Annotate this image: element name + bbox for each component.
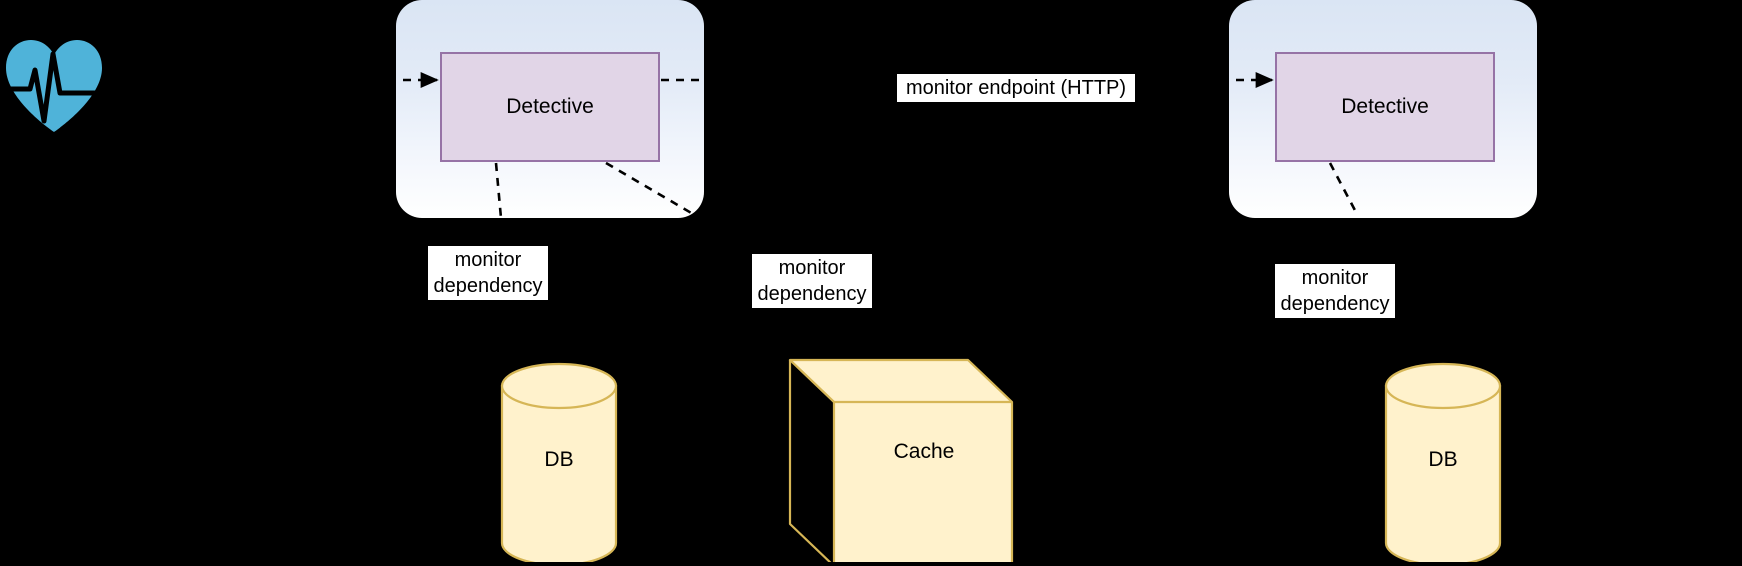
datastore-cache-labelbox: Cache (790, 356, 1014, 566)
component-detective-left[interactable]: Detective (440, 52, 660, 162)
datastore-cache (788, 358, 1014, 562)
edge-left-detective-to-cache (605, 161, 694, 216)
datastore-db-left (500, 362, 618, 562)
edge-label-monitor-dependency-right: monitor dependency (1275, 264, 1395, 318)
heartbeat-icon (2, 36, 106, 136)
datastore-db-right (1384, 362, 1502, 562)
component-detective-left-label: Detective (506, 95, 594, 118)
edge-label-monitor-endpoint: monitor endpoint (HTTP) (897, 74, 1135, 102)
datastore-db-left-label: DB (544, 448, 574, 471)
datastore-db-right-label: DB (1428, 448, 1458, 471)
edge-right-detective-to-db-right (1328, 162, 1360, 217)
edge-label-monitor-dependency-left: monitor dependency (428, 246, 548, 300)
datastore-cache-label: Cache (893, 440, 955, 463)
datastore-db-right-labelbox: DB (1386, 364, 1500, 564)
edge-left-detective-to-db-left (494, 162, 505, 241)
edge-label-monitor-dependency-center: monitor dependency (752, 254, 872, 308)
component-detective-right[interactable]: Detective (1275, 52, 1495, 162)
component-detective-right-label: Detective (1341, 95, 1429, 118)
datastore-db-left-labelbox: DB (502, 364, 616, 564)
